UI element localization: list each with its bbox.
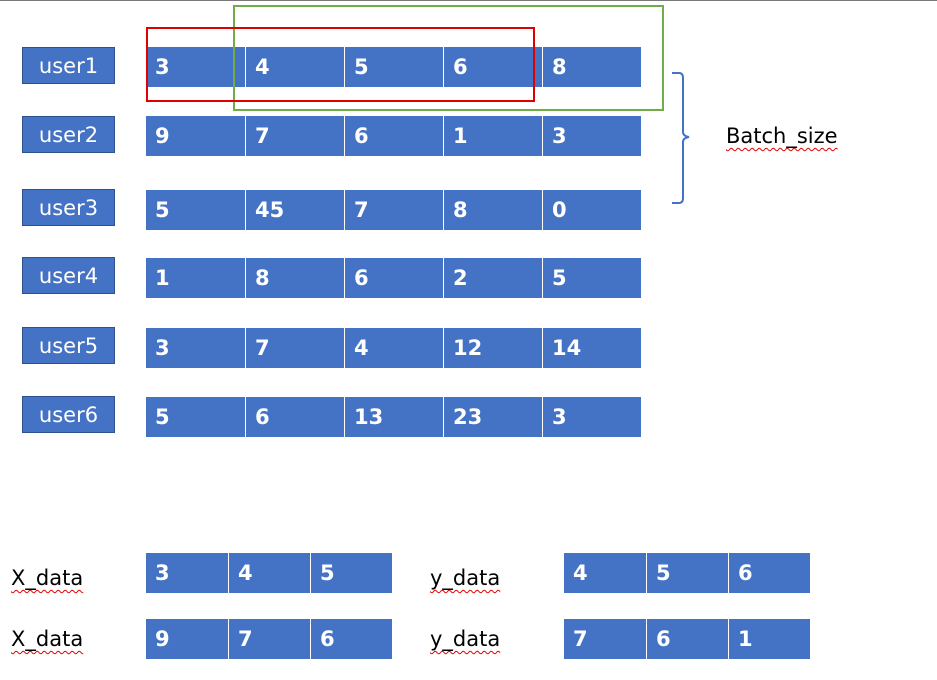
sequence-row: 9 7 6 1 3 <box>146 116 641 156</box>
sample-cell: 5 <box>646 553 728 593</box>
top-border-line <box>0 0 937 1</box>
sequence-row: 5 6 13 23 3 <box>146 397 641 437</box>
x-data-row: 3 4 5 <box>146 553 392 593</box>
sequence-cell: 7 <box>344 190 443 230</box>
sequence-cell: 0 <box>542 190 641 230</box>
y-data-label: y_data <box>430 566 501 590</box>
sequence-cell: 45 <box>245 190 344 230</box>
user-label: user6 <box>22 396 115 433</box>
sample-cell: 9 <box>146 619 228 659</box>
sequence-cell: 14 <box>542 328 641 368</box>
sequence-cell: 6 <box>344 116 443 156</box>
sequence-cell: 7 <box>245 116 344 156</box>
sequence-cell: 13 <box>344 397 443 437</box>
sequence-cell: 1 <box>443 116 542 156</box>
sequence-cell: 4 <box>245 47 344 87</box>
sequence-cell: 6 <box>443 47 542 87</box>
sample-cell: 6 <box>310 619 392 659</box>
sequence-cell: 6 <box>344 258 443 298</box>
user-label: user3 <box>22 189 115 226</box>
sequence-row: 3 7 4 12 14 <box>146 328 641 368</box>
sample-cell: 1 <box>728 619 810 659</box>
sample-cell: 5 <box>310 553 392 593</box>
curly-brace-icon <box>672 72 690 204</box>
x-data-label: X_data <box>11 627 84 651</box>
sample-cell: 4 <box>228 553 310 593</box>
y-data-row: 7 6 1 <box>564 619 810 659</box>
user-label: user1 <box>22 47 115 84</box>
sample-cell: 6 <box>646 619 728 659</box>
batch-size-label: Batch_size <box>726 124 838 148</box>
sequence-cell: 2 <box>443 258 542 298</box>
sequence-cell: 6 <box>245 397 344 437</box>
sample-cell: 7 <box>564 619 646 659</box>
sequence-cell: 5 <box>344 47 443 87</box>
sequence-cell: 8 <box>245 258 344 298</box>
sequence-cell: 4 <box>344 328 443 368</box>
sample-cell: 3 <box>146 553 228 593</box>
sequence-row: 5 45 7 8 0 <box>146 190 641 230</box>
sequence-cell: 5 <box>542 258 641 298</box>
user-label: user2 <box>22 116 115 153</box>
sequence-cell: 5 <box>146 397 245 437</box>
sample-cell: 7 <box>228 619 310 659</box>
y-data-row: 4 5 6 <box>564 553 810 593</box>
sequence-cell: 1 <box>146 258 245 298</box>
sequence-cell: 7 <box>245 328 344 368</box>
sample-cell: 6 <box>728 553 810 593</box>
x-data-label: X_data <box>11 566 84 590</box>
sequence-row: 1 8 6 2 5 <box>146 258 641 298</box>
sequence-cell: 3 <box>146 47 245 87</box>
sequence-cell: 3 <box>542 397 641 437</box>
user-label: user4 <box>22 257 115 294</box>
sequence-row: 3 4 5 6 8 <box>146 47 641 87</box>
sequence-cell: 12 <box>443 328 542 368</box>
user-label: user5 <box>22 327 115 364</box>
sequence-cell: 9 <box>146 116 245 156</box>
sequence-cell: 23 <box>443 397 542 437</box>
sequence-cell: 3 <box>146 328 245 368</box>
sequence-cell: 5 <box>146 190 245 230</box>
target-window-outline <box>233 5 664 111</box>
sample-cell: 4 <box>564 553 646 593</box>
sequence-cell: 3 <box>542 116 641 156</box>
sequence-cell: 8 <box>542 47 641 87</box>
sequence-cell: 8 <box>443 190 542 230</box>
input-window-outline <box>146 27 535 102</box>
y-data-label: y_data <box>430 627 501 651</box>
x-data-row: 9 7 6 <box>146 619 392 659</box>
